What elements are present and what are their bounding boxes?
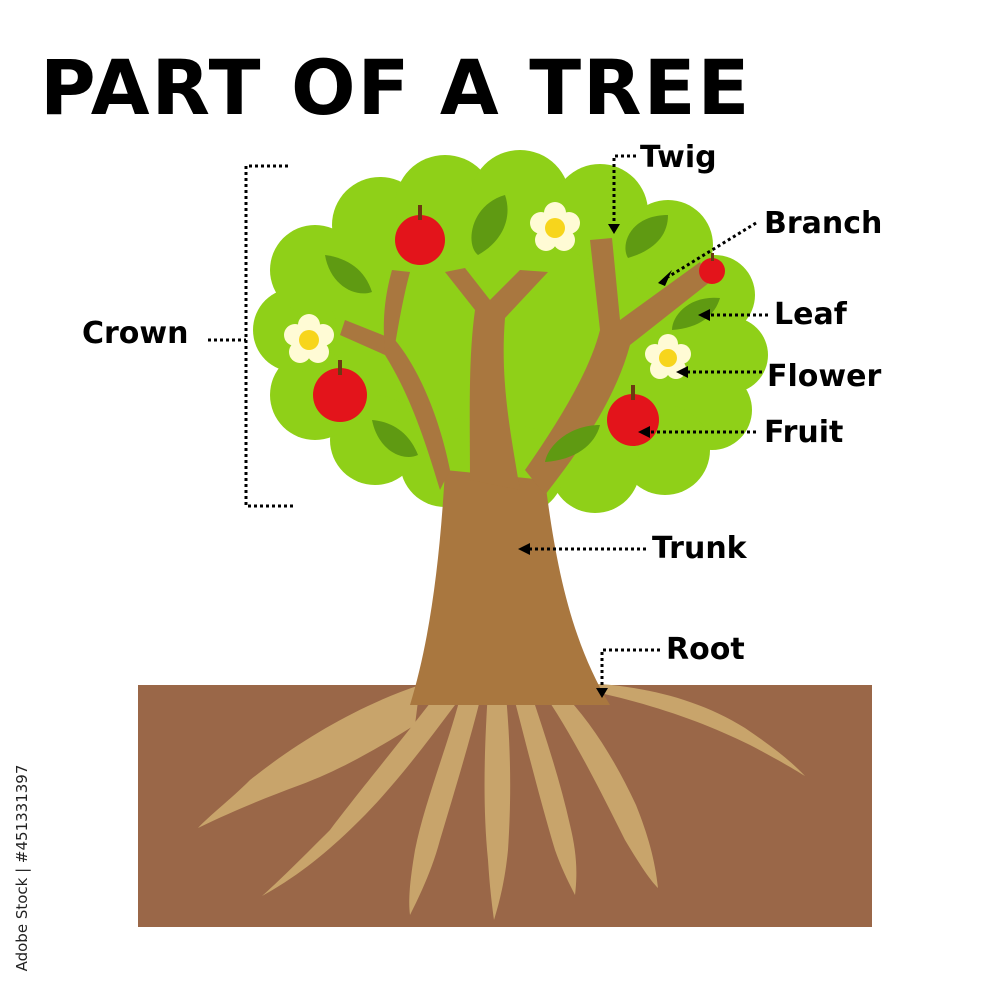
label-trunk: Trunk [652, 531, 747, 566]
flower [284, 314, 334, 363]
label-root: Root [666, 632, 745, 667]
flower [530, 202, 580, 251]
flower-arrowhead [676, 366, 688, 378]
page-title: PART OF A TREE [40, 43, 752, 132]
pointer-lines [208, 154, 768, 688]
label-branch: Branch [764, 206, 883, 241]
label-flower: Flower [767, 359, 882, 394]
leaf-arrowhead [698, 309, 710, 321]
fruit-arrowhead [638, 426, 650, 438]
leaves [325, 195, 720, 462]
root-connector [600, 648, 660, 688]
label-twig: Twig [640, 140, 717, 175]
apple [395, 205, 445, 265]
label-leaf: Leaf [774, 297, 847, 332]
label-crown: Crown [82, 316, 189, 351]
root-arrowhead [596, 688, 608, 698]
twig-arrowhead [608, 224, 620, 234]
flower [645, 334, 691, 379]
arrowheads [518, 224, 710, 698]
stock-id-text: Adobe Stock | #451331397 [12, 765, 32, 972]
twig-connector [612, 154, 636, 224]
branch-connector [667, 221, 757, 279]
flowers [284, 202, 691, 379]
branch-arrowhead [658, 270, 672, 286]
label-fruit: Fruit [764, 415, 844, 450]
trunk-arrowhead [518, 543, 530, 555]
crown-bracket [244, 164, 296, 508]
trunk [340, 238, 710, 705]
roots [198, 684, 805, 920]
apples [313, 205, 725, 446]
apple [313, 360, 367, 422]
apple [699, 253, 725, 284]
stock-id-label: Adobe Stock | #451331397 [13, 764, 31, 972]
